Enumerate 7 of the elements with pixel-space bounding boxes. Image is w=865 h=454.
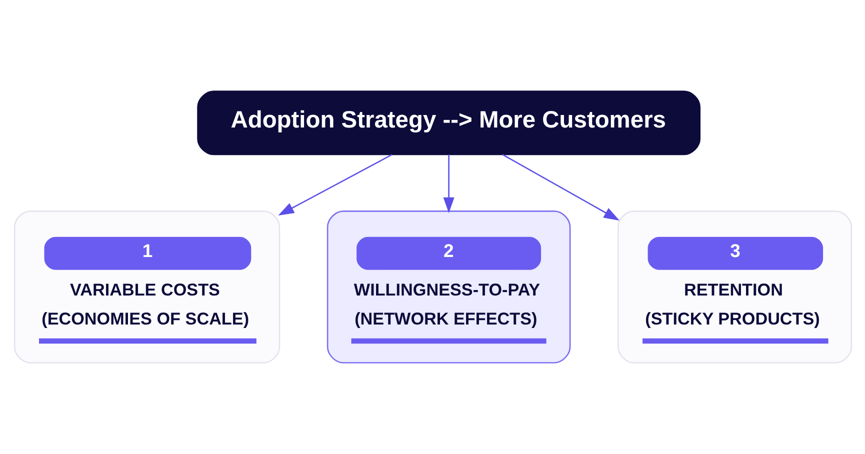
node-box: 3 RETENTION (STICKY PRODUCTS) [616, 210, 852, 364]
node-box: 2 WILLINGNESS-TO-PAY (NETWORK EFFECTS) [326, 210, 570, 364]
arrow [442, 154, 454, 214]
arrow [278, 154, 392, 216]
arrow [502, 154, 620, 221]
node-box: Adoption Strategy --> More Customers [196, 90, 700, 156]
node-box: 1 VARIABLE COSTS (ECONOMIES OF SCALE) [13, 210, 280, 364]
